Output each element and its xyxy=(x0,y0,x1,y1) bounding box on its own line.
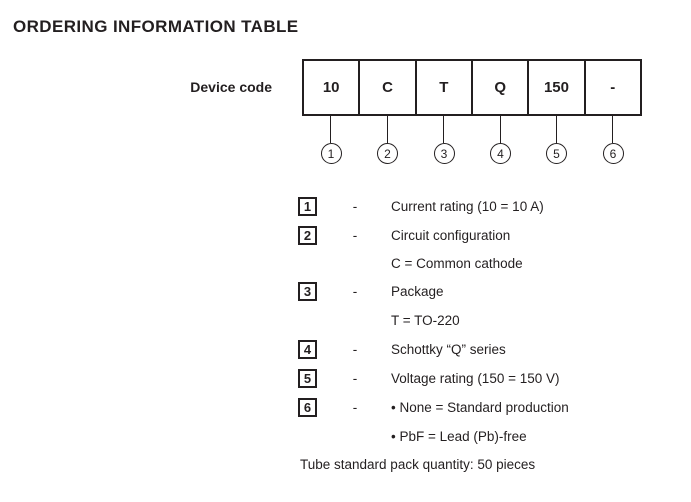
position-marker-circle-2: 2 xyxy=(377,143,398,164)
device-code-cell-1: 10 xyxy=(322,79,340,96)
legend-text: Voltage rating (150 = 150 V) xyxy=(391,371,560,386)
connector-line xyxy=(330,116,331,143)
connector-line xyxy=(443,116,444,143)
legend-row: 3 - Package xyxy=(298,282,688,302)
legend-text: T = TO-220 xyxy=(391,313,460,328)
device-code-cell-6: - xyxy=(583,61,640,114)
legend-text: Package xyxy=(391,284,444,299)
legend-subrow: C = Common cathode xyxy=(298,254,688,274)
position-marker-circle-1: 1 xyxy=(320,143,342,164)
position-marker-circle-6: 6 xyxy=(602,143,624,164)
legend-number-box: 5 xyxy=(298,369,317,388)
connector-line xyxy=(387,116,388,143)
device-code-cell-3: T xyxy=(414,61,471,114)
legend-number-box: 6 xyxy=(298,398,317,417)
connector-line xyxy=(612,116,613,143)
device-code-box: 10 C T Q 150 - xyxy=(302,59,642,116)
legend-row: 1 - Current rating (10 = 10 A) xyxy=(298,197,688,217)
legend-text: • None = Standard production xyxy=(391,400,569,415)
connector-line xyxy=(556,116,557,143)
pack-quantity-note: Tube standard pack quantity: 50 pieces xyxy=(300,457,536,472)
legend-dash: - xyxy=(352,228,358,243)
legend-dash: - xyxy=(352,342,358,357)
legend-row: 5 - Voltage rating (150 = 150 V) xyxy=(298,369,688,389)
device-code-label: Device code xyxy=(190,79,272,95)
legend-subrow: • PbF = Lead (Pb)-free xyxy=(298,427,688,447)
legend-number-box: 2 xyxy=(298,226,317,245)
legend-dash: - xyxy=(352,371,358,386)
position-marker-circle-4: 4 xyxy=(490,143,511,164)
legend-subrow: T = TO-220 xyxy=(298,311,688,331)
legend-row: 2 - Circuit configuration xyxy=(298,226,688,246)
legend-number-box: 3 xyxy=(298,282,317,301)
legend-text: Circuit configuration xyxy=(391,228,511,243)
legend-row: 4 - Schottky “Q” series xyxy=(298,340,688,360)
device-code-cell-5: 150 xyxy=(527,61,583,114)
connector-line xyxy=(500,116,501,143)
legend-text: C = Common cathode xyxy=(391,256,523,271)
legend-text: • PbF = Lead (Pb)-free xyxy=(391,429,527,444)
legend-dash: - xyxy=(352,400,358,415)
legend-dash: - xyxy=(352,284,358,299)
position-marker-circle-5: 5 xyxy=(546,143,567,164)
legend-dash: - xyxy=(352,199,358,214)
legend-text: Schottky “Q” series xyxy=(391,342,506,357)
legend-text: Current rating (10 = 10 A) xyxy=(391,199,544,214)
device-code-cell-2: C xyxy=(358,61,414,114)
device-code-cell-4: Q xyxy=(470,61,527,114)
legend-row: 6 - • None = Standard production xyxy=(298,398,688,418)
page-title: ORDERING INFORMATION TABLE xyxy=(13,17,299,36)
position-marker-circle-3: 3 xyxy=(433,143,455,164)
legend-number-box: 4 xyxy=(298,340,317,359)
legend-number-box: 1 xyxy=(298,197,317,216)
